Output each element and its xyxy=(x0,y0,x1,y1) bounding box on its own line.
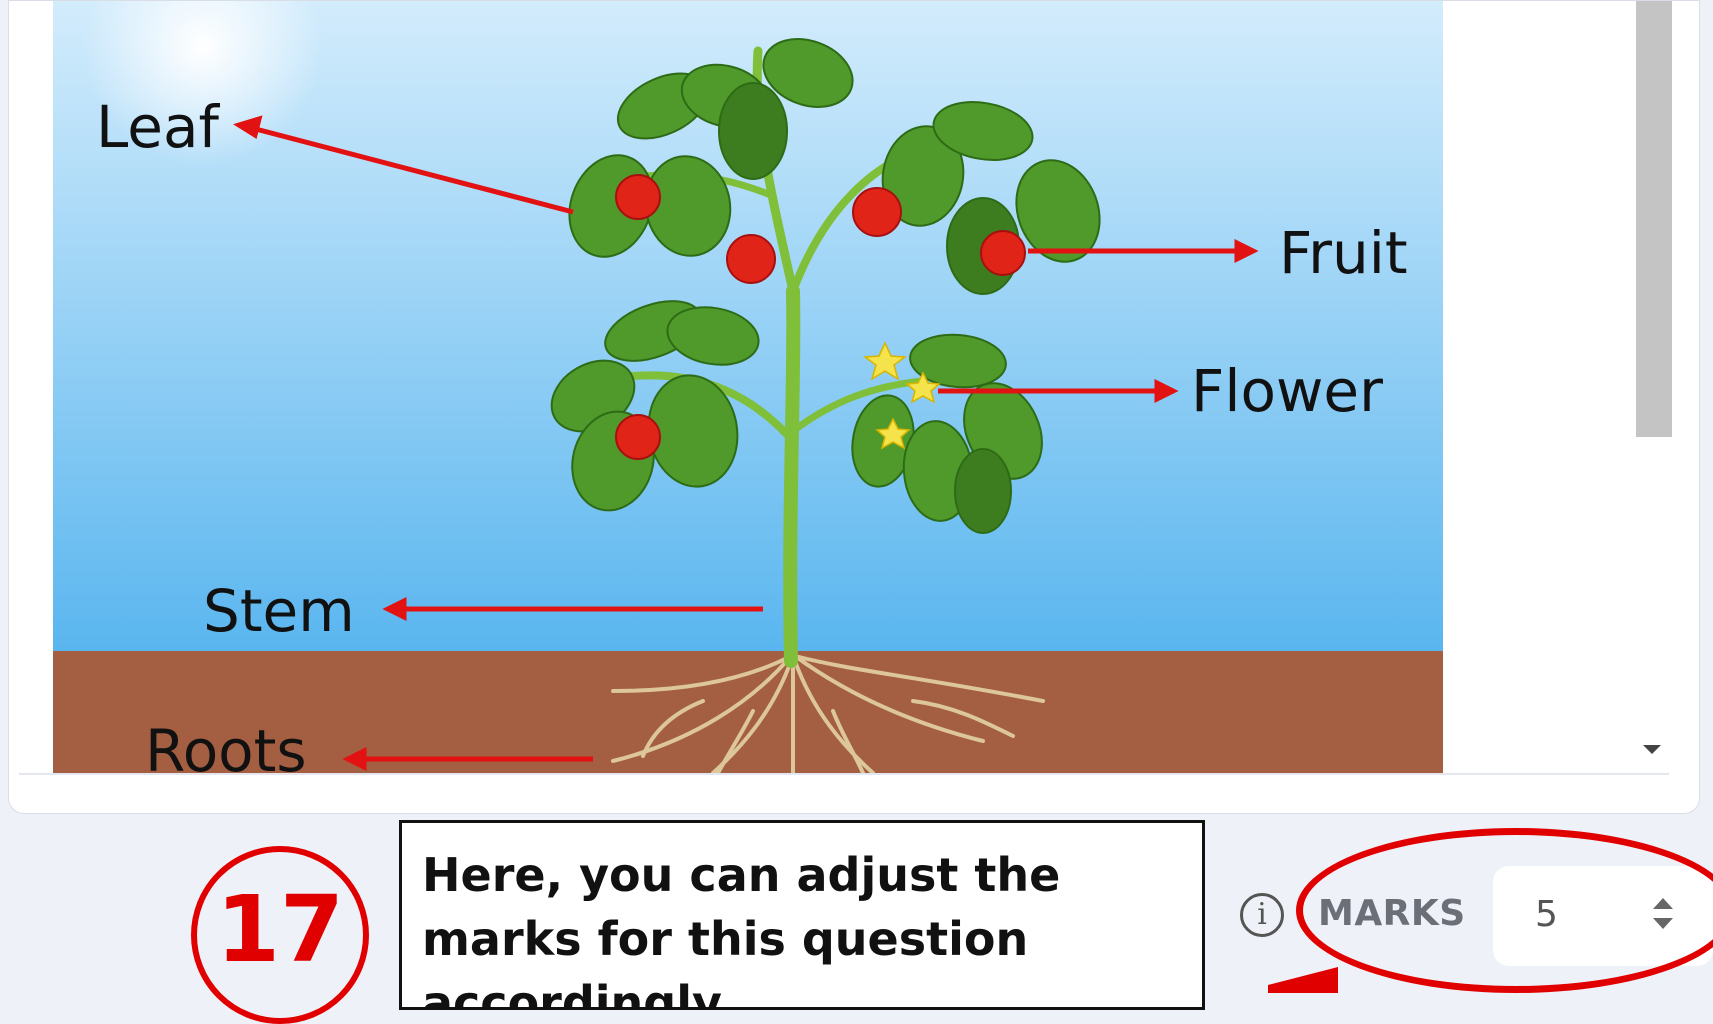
marks-stepper[interactable]: 5 xyxy=(1493,866,1713,966)
instruction-text: Here, you can adjust the marks for this … xyxy=(422,843,1162,1010)
flower-label: Flower xyxy=(1191,357,1383,425)
plant-diagram: Leaf Fruit Flower Stem Roots xyxy=(53,1,1443,773)
stem-label: Stem xyxy=(203,577,355,645)
spinner-up-icon[interactable] xyxy=(1653,898,1673,909)
spinner-down-icon[interactable] xyxy=(1653,918,1673,929)
fruit-label: Fruit xyxy=(1279,219,1408,287)
scrollbar-thumb[interactable] xyxy=(1636,1,1672,437)
step-number: 17 xyxy=(197,880,363,980)
question-card: Leaf Fruit Flower Stem Roots xyxy=(8,0,1700,814)
instruction-callout: Here, you can adjust the marks for this … xyxy=(399,820,1205,1010)
chevron-down-icon[interactable] xyxy=(1643,745,1661,754)
leaf-label: Leaf xyxy=(96,93,221,161)
marks-value[interactable]: 5 xyxy=(1535,894,1558,935)
image-preview: Leaf Fruit Flower Stem Roots xyxy=(19,1,1669,775)
roots-label: Roots xyxy=(145,717,307,773)
step-badge: 17 xyxy=(191,846,369,1024)
pointer-arrow-icon xyxy=(1260,965,1340,993)
plant-diagram-svg: Leaf Fruit Flower Stem Roots xyxy=(53,1,1443,773)
info-icon[interactable]: i xyxy=(1240,893,1284,937)
marks-label: MARKS xyxy=(1318,893,1466,934)
